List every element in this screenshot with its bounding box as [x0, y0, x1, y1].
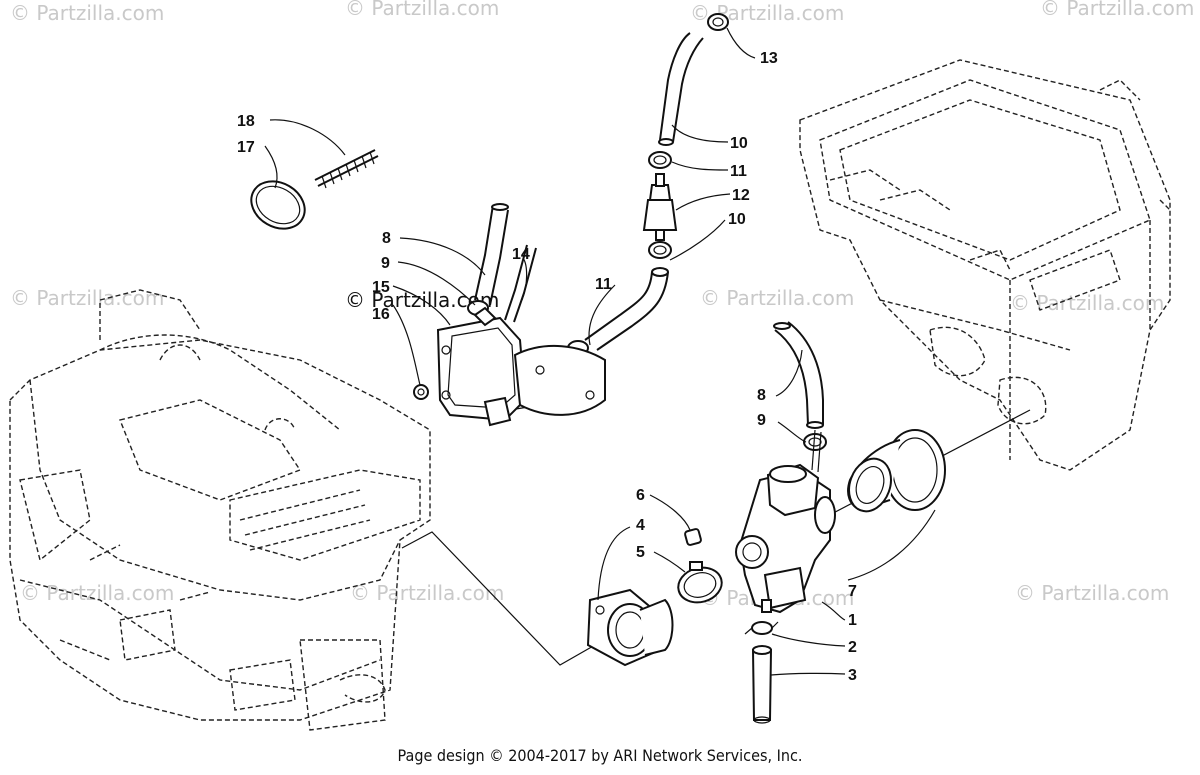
callout-12: 12 — [732, 187, 750, 204]
air-boot-part-7 — [847, 429, 946, 513]
callout-5: 5 — [636, 544, 645, 561]
callout-7: 7 — [848, 583, 857, 600]
fuel-pump-assembly — [436, 306, 606, 427]
spring-part-18 — [314, 149, 379, 189]
hose-part-10-lower — [584, 267, 669, 351]
watermark: © Partzilla.com — [20, 581, 174, 605]
callout-4: 4 — [636, 517, 645, 534]
callout-9-lower: 9 — [757, 412, 766, 429]
watermarks: © Partzilla.com © Partzilla.com © Partzi… — [10, 0, 1194, 610]
clamp-part-11-lower — [648, 241, 672, 259]
nut-part-16 — [413, 384, 429, 400]
watermark: © Partzilla.com — [345, 0, 499, 20]
fuel-filter-part-12 — [642, 173, 678, 241]
callout-9-upper: 9 — [381, 255, 390, 272]
clamp-part-13 — [707, 13, 729, 31]
callout-11-lower: 11 — [595, 276, 612, 293]
hose-part-8-lower — [773, 321, 824, 429]
callout-14: 14 — [512, 246, 530, 263]
engine-illustration — [9, 289, 431, 731]
callout-16: 16 — [372, 306, 390, 323]
bushing-part-6 — [684, 528, 702, 546]
callout-18: 18 — [237, 113, 255, 130]
callout-8-lower: 8 — [757, 387, 766, 404]
watermark: © Partzilla.com — [1010, 291, 1164, 315]
hose-part-10-upper — [658, 32, 704, 146]
callout-8-upper: 8 — [382, 230, 391, 247]
callout-10-lower: 10 — [728, 211, 746, 228]
callout-3: 3 — [848, 667, 857, 684]
watermark: © Partzilla.com — [1040, 0, 1194, 20]
callout-13: 13 — [760, 50, 778, 67]
carburetor-part-1 — [735, 429, 836, 614]
watermark: © Partzilla.com — [10, 1, 164, 25]
watermark: © Partzilla.com — [1015, 581, 1169, 605]
watermark: © Partzilla.com — [350, 581, 504, 605]
watermark: © Partzilla.com — [10, 286, 164, 310]
clamp-ring-part-17 — [250, 180, 306, 230]
hose-clamp-part-5 — [677, 561, 723, 604]
callout-1: 1 — [848, 612, 857, 629]
callout-15: 15 — [372, 279, 390, 296]
callout-17: 17 — [237, 139, 255, 156]
footer-copyright: Page design © 2004-2017 by ARI Network S… — [397, 746, 803, 765]
callout-2: 2 — [848, 639, 857, 656]
callout-6: 6 — [636, 487, 645, 504]
hose-part-8-upper — [474, 203, 509, 306]
clamp-part-11-upper — [648, 151, 672, 169]
watermark: © Partzilla.com — [700, 286, 854, 310]
callout-labels: 13 10 11 12 10 11 18 17 8 9 14 15 16 8 9… — [237, 50, 857, 684]
callout-10-upper: 10 — [730, 135, 748, 152]
callout-11-upper: 11 — [730, 163, 747, 180]
drain-hose-part-3 — [751, 645, 773, 724]
callout-leaders — [264, 27, 936, 676]
intake-flange-part-4 — [586, 588, 674, 667]
airbox-illustration — [799, 59, 1171, 471]
clamp-part-2 — [744, 621, 779, 635]
